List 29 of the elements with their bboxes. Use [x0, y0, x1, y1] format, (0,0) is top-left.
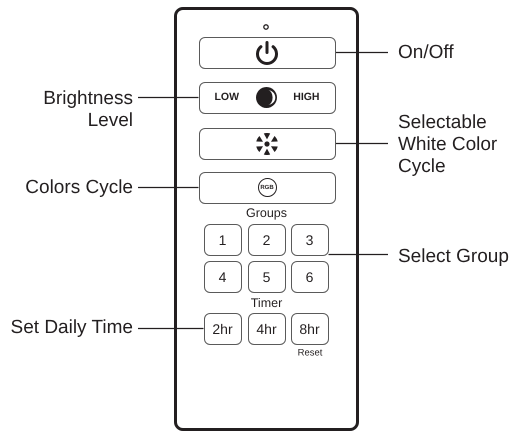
group-button: 5 [248, 260, 286, 292]
callout-label: Selectable White Color Cycle [388, 112, 500, 178]
callout-label: Colors Cycle [25, 177, 138, 199]
callout-label: Select Group [388, 246, 509, 268]
group-button: 6 [290, 260, 328, 292]
remote-control-body [174, 7, 359, 431]
leader-line [328, 254, 388, 256]
callout-label: On/Off [388, 42, 454, 64]
group-button: 3 [290, 224, 328, 256]
section-heading: Timer [250, 296, 282, 310]
button-caption: Reset [298, 348, 322, 358]
leader-line [138, 96, 198, 98]
callout-label: Set Daily Time [10, 317, 138, 339]
timer-button: 8hr [290, 312, 328, 344]
section-heading: Groups [246, 206, 287, 220]
timer-button: 2hr [204, 312, 242, 344]
leader-line [336, 142, 388, 144]
mode-cycle-button [198, 128, 336, 160]
group-button: 1 [204, 224, 242, 256]
leader-line [336, 52, 388, 54]
leader-line [138, 186, 198, 188]
brightness-button: LOW HIGH [198, 82, 336, 114]
group-button: 2 [248, 224, 286, 256]
timer-button: 4hr [248, 312, 286, 344]
callout-label: Brightness Level [43, 88, 138, 132]
leader-line [138, 328, 204, 330]
power-button [198, 36, 336, 68]
group-button: 4 [204, 260, 242, 292]
rgb-button [198, 172, 336, 204]
